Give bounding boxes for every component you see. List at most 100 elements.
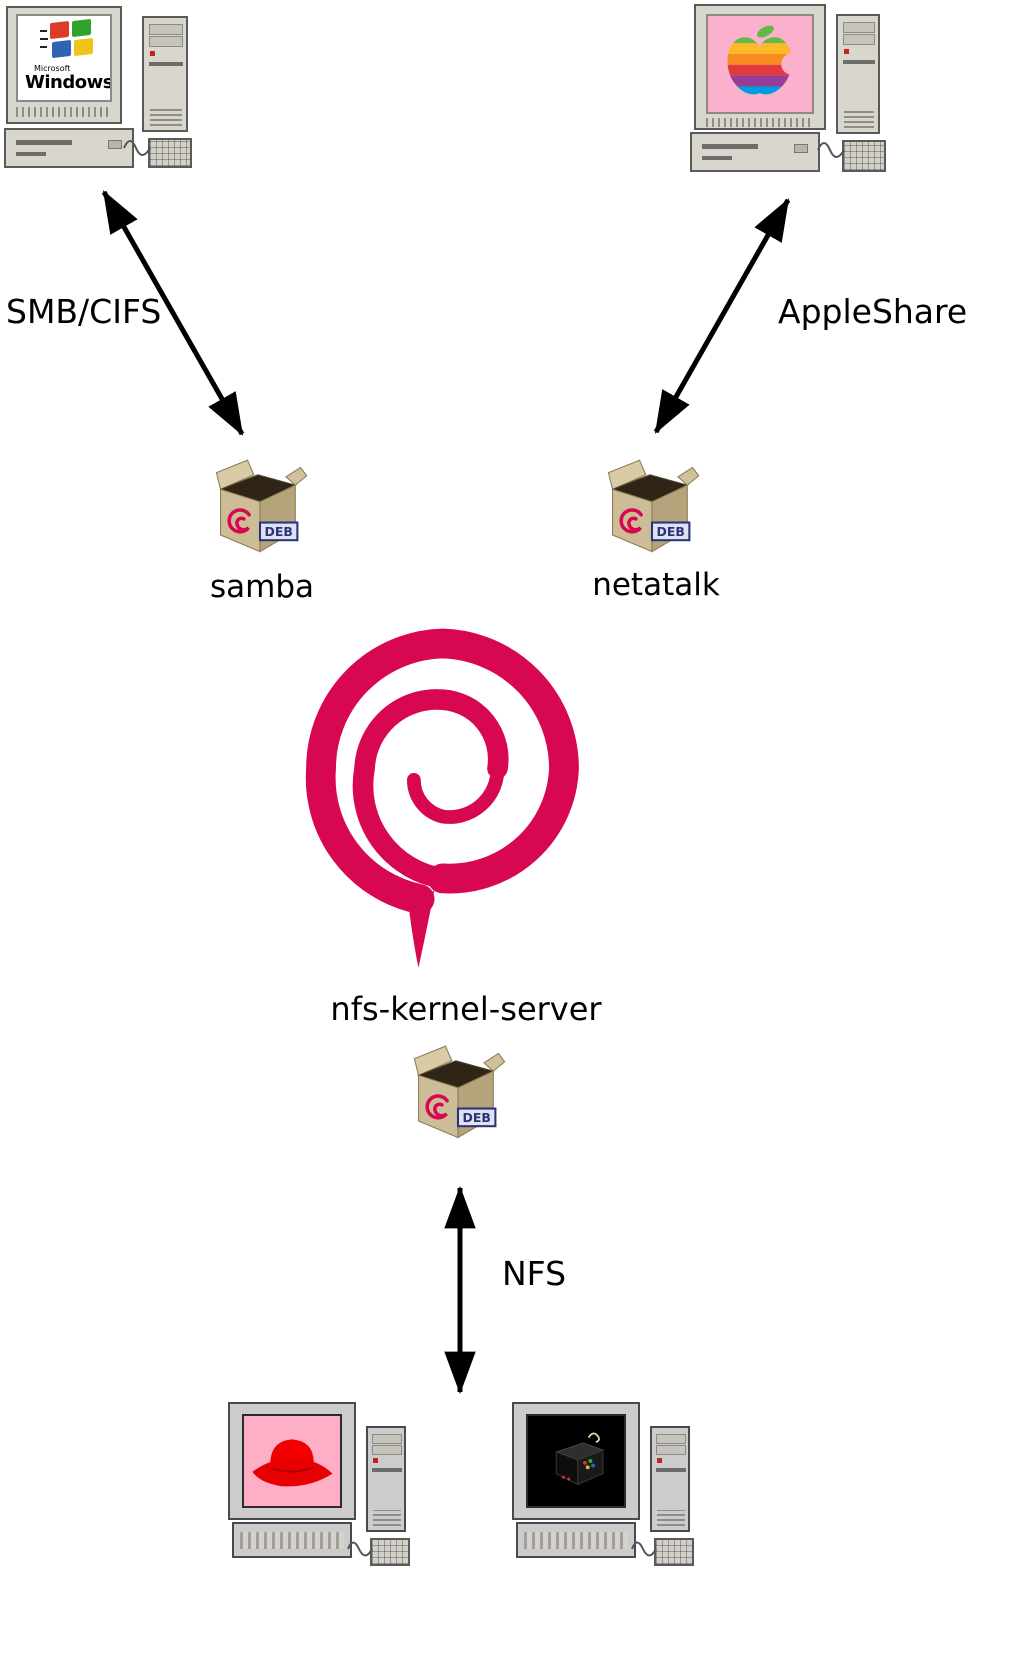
- logo-dot-red: [567, 1477, 571, 1481]
- netatalk-deb-package-icon: DEB: [607, 459, 700, 553]
- samba-label: samba: [209, 569, 315, 605]
- hat-brim: [252, 1459, 333, 1487]
- tower-slot: [372, 1468, 402, 1472]
- apple-bite: [781, 53, 802, 75]
- case-slot: [702, 156, 732, 160]
- box-flap-right: [677, 466, 700, 486]
- tower-vent: [657, 1510, 685, 1526]
- monitor-bezel: [512, 1402, 640, 1520]
- cube-right: [577, 1449, 604, 1486]
- tower: [836, 14, 880, 134]
- unix-screen: [526, 1414, 626, 1508]
- logo-dot-blue: [591, 1463, 596, 1468]
- flag-trail: [40, 46, 47, 48]
- tower: [142, 16, 188, 132]
- power-led: [657, 1458, 662, 1463]
- appleshare-label: AppleShare: [778, 292, 968, 331]
- desktop-case: [232, 1522, 352, 1558]
- box-swirl-mark: [227, 508, 251, 534]
- keyboard: [148, 138, 192, 168]
- mac-screen: [706, 14, 814, 114]
- netatalk-label: netatalk: [592, 567, 720, 603]
- nfs-server-deb-package-icon: DEB: [413, 1045, 506, 1139]
- logo-dot-red: [583, 1460, 587, 1465]
- hat-crease: [270, 1466, 314, 1473]
- windows-client-computer: Microsoft Windows: [4, 4, 196, 174]
- tower-slot: [656, 1468, 686, 1472]
- black-cube-logo: [554, 1432, 605, 1486]
- swirl-outer: [305, 628, 579, 914]
- deb-badge-text: DEB: [463, 1110, 491, 1125]
- smb-cifs-label: SMB/CIFS: [6, 292, 162, 331]
- case-grille: [524, 1532, 628, 1549]
- samba-deb-package-icon: DEB: [215, 459, 308, 553]
- redhat-screen: [242, 1414, 342, 1508]
- cable: [347, 1541, 373, 1557]
- red-hat-logo: [252, 1439, 333, 1487]
- logo-dot-green: [588, 1459, 593, 1463]
- nfs-kernel-server-label: nfs-kernel-server: [330, 990, 602, 1028]
- flag-pane-yellow: [74, 37, 93, 57]
- power-led: [150, 51, 155, 56]
- drive-bay: [372, 1434, 402, 1444]
- cable: [123, 140, 151, 156]
- cable: [817, 142, 845, 158]
- drive-bay: [656, 1445, 686, 1455]
- drive-bay: [656, 1434, 686, 1444]
- flag-pane-green: [72, 18, 91, 38]
- tower: [650, 1426, 690, 1532]
- box-flap: [413, 1045, 453, 1077]
- flag-trail: [40, 38, 48, 40]
- monitor-vent: [16, 107, 112, 117]
- apple-leaf: [757, 25, 775, 38]
- windows-flag-logo: [40, 18, 96, 62]
- keyboard: [370, 1538, 410, 1566]
- windows-screen: Microsoft Windows: [16, 14, 112, 102]
- tower-slot: [843, 60, 875, 64]
- case-button: [108, 140, 122, 149]
- box-flap: [607, 459, 647, 491]
- monitor-bezel: Microsoft Windows: [6, 6, 122, 124]
- box-swirl-mark: [425, 1094, 449, 1120]
- appleshare-arrow: [653, 198, 791, 434]
- microsoft-text: Microsoft: [34, 64, 71, 73]
- box-flap-right: [285, 466, 308, 486]
- power-led: [373, 1458, 378, 1463]
- cable: [631, 1541, 657, 1557]
- desktop-case: [4, 128, 134, 168]
- drive-bay: [843, 34, 875, 45]
- swirl-tail: [406, 889, 435, 968]
- logo-dot-red: [561, 1475, 565, 1479]
- logo-squiggle: [587, 1432, 600, 1443]
- rainbow-apple-logo: [727, 25, 802, 95]
- box-swirl-mark: [619, 508, 643, 534]
- swirl-middle: [352, 689, 509, 889]
- macintosh-client-computer: [690, 4, 888, 176]
- floppy-slot: [16, 140, 72, 145]
- tower-vent: [373, 1510, 401, 1526]
- unix-client-computer: [508, 1400, 700, 1570]
- box-flap-right: [483, 1052, 506, 1072]
- deb-badge-text: DEB: [265, 524, 293, 539]
- case-slot: [16, 152, 46, 156]
- windows-text: Windows: [25, 72, 112, 93]
- case-button: [794, 144, 808, 153]
- flag-trail: [40, 30, 47, 32]
- desktop-case: [516, 1522, 636, 1558]
- drive-bay: [149, 36, 183, 47]
- drive-bay: [372, 1445, 402, 1455]
- tower-slot: [149, 62, 183, 66]
- tower-vent: [150, 108, 182, 126]
- drive-bay: [149, 24, 183, 35]
- debian-swirl-logo: [305, 628, 579, 968]
- deb-badge-text: DEB: [657, 524, 685, 539]
- case-grille: [240, 1532, 344, 1549]
- power-led: [844, 49, 849, 54]
- box-flap: [215, 459, 255, 491]
- drive-bay: [843, 22, 875, 33]
- logo-dot-yellow: [585, 1465, 590, 1470]
- floppy-slot: [702, 144, 758, 149]
- deb-badge: [650, 521, 691, 542]
- redhat-client-computer: [224, 1400, 416, 1570]
